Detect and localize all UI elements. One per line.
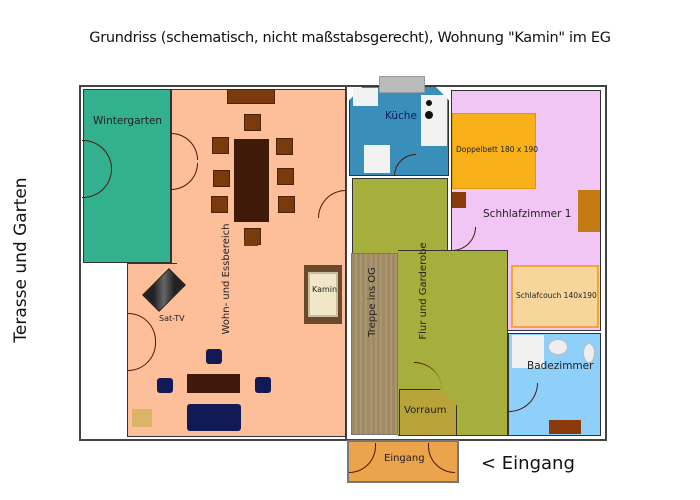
stove-burner-1 <box>426 100 432 106</box>
sofa-bed <box>511 265 599 328</box>
chair-top <box>244 114 261 131</box>
room-flur <box>352 178 448 258</box>
room-vorraum <box>399 389 457 436</box>
chair-right-2 <box>277 168 294 185</box>
plant-box <box>132 409 152 427</box>
armchair-left <box>157 378 173 393</box>
room-label-kueche: Küche <box>385 110 417 122</box>
room-label-schlafzimmer: Schhlafzimmer 1 <box>483 208 572 220</box>
room-label-badezimmer: Badezimmer <box>527 360 594 372</box>
sofa-bed-label: Schlafcouch 140x190 <box>516 291 597 300</box>
dining-table <box>234 139 269 222</box>
chair-right-1 <box>276 138 293 155</box>
nightstand <box>452 192 466 208</box>
entrance-arrow-label: < Eingang <box>481 453 575 474</box>
armchair-right <box>255 377 271 393</box>
room-label-wohn: Wohn- und Essbereich <box>221 223 232 335</box>
sideboard <box>227 89 275 104</box>
room-label-flur: Flur und Garderobe <box>418 242 429 340</box>
chair-left-2 <box>213 170 230 187</box>
kitchen-counter-left <box>353 88 378 106</box>
toilet <box>583 343 595 363</box>
small-cabinet <box>244 240 258 246</box>
chair-left-3 <box>211 196 228 213</box>
double-bed-label: Doppelbett 180 x 190 <box>456 145 539 154</box>
wardrobe <box>578 190 600 232</box>
room-label-eingang: Eingang <box>384 453 425 464</box>
stove-burner-2 <box>425 111 433 119</box>
tv-label: Sat-TV <box>159 314 185 323</box>
double-bed <box>452 113 536 189</box>
fireplace-inner <box>308 272 338 317</box>
coffee-table <box>187 374 240 393</box>
flur-fill <box>400 257 448 261</box>
garden-side-label: Terasse und Garten <box>11 177 31 343</box>
washbasin <box>548 339 568 355</box>
armchair-top <box>206 349 222 364</box>
shower-tray <box>512 335 544 368</box>
room-label-wintergarten: Wintergarten <box>93 115 163 127</box>
room-label-vorraum: Vorraum <box>404 405 447 416</box>
chair-right-3 <box>278 196 295 213</box>
bath-cabinet <box>549 420 581 434</box>
room-treppe <box>351 253 398 435</box>
kitchen-sink <box>379 76 425 93</box>
fireplace-label: Kamin <box>312 285 338 294</box>
fridge <box>364 145 390 173</box>
plan-title: Grundriss (schematisch, nicht maßstabsge… <box>89 30 611 46</box>
stove <box>421 95 447 146</box>
room-label-treppe: Treppe ins OG <box>367 267 378 337</box>
chair-left-1 <box>212 137 229 154</box>
sofa <box>187 404 241 431</box>
